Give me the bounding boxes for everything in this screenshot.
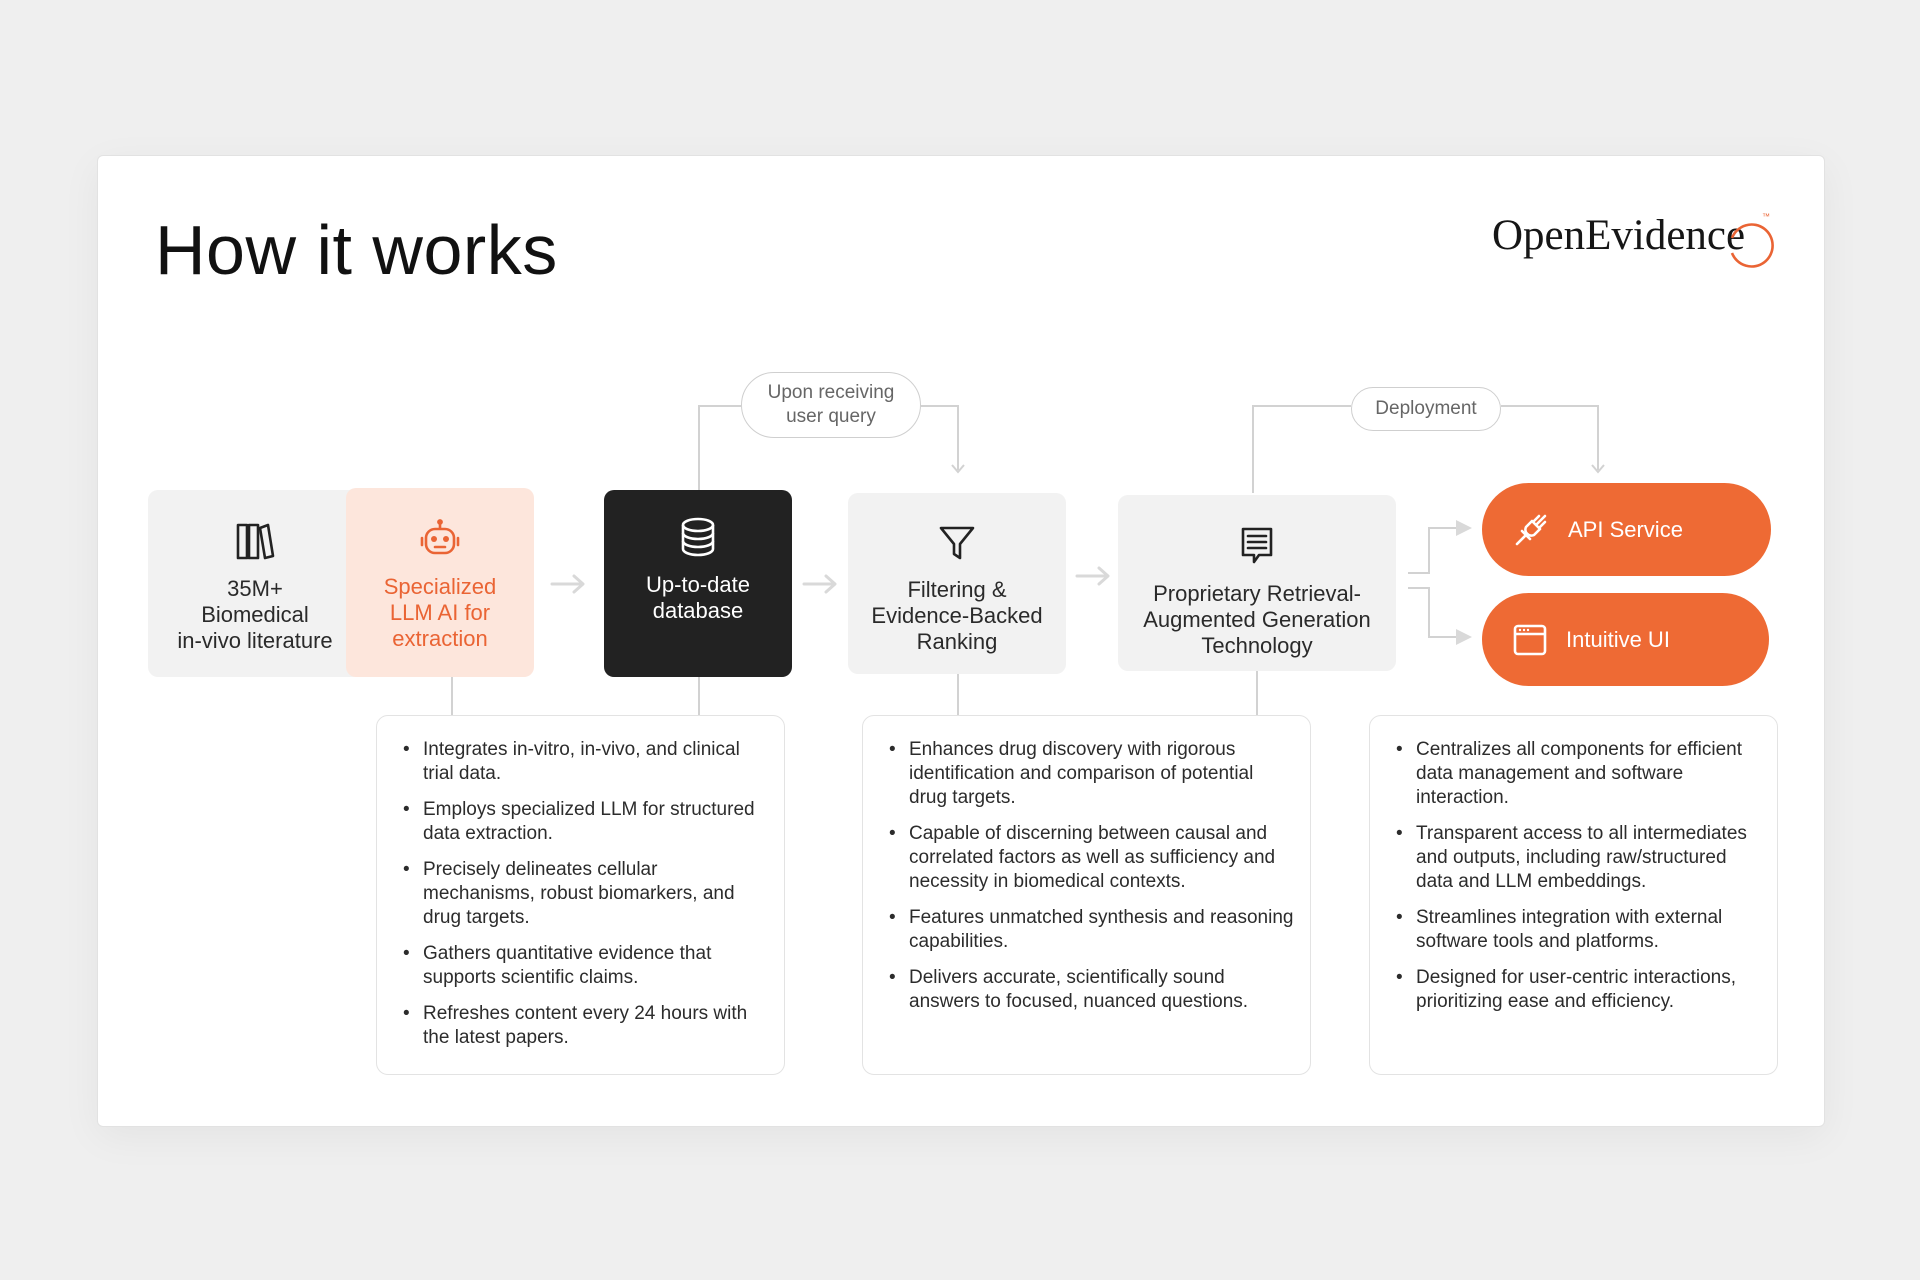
list-item: Delivers accurate, scientifically sound … <box>889 966 1294 1014</box>
books-icon <box>236 523 275 560</box>
intuitive-ui-button[interactable]: Intuitive UI <box>1482 593 1769 686</box>
document-icon <box>1241 527 1273 564</box>
llm-extraction-label: Specialized LLM AI for extraction <box>383 574 497 651</box>
browser-window-icon <box>1513 624 1547 655</box>
intuitive-ui-label: Intuitive UI <box>1566 626 1670 652</box>
database-node: Up-to-date database <box>604 490 792 677</box>
database-icon <box>681 517 715 557</box>
query-tag: Upon receiving user query <box>741 372 921 438</box>
list-item: Refreshes content every 24 hours with th… <box>403 1002 768 1050</box>
database-label: Up-to-date database <box>646 572 750 623</box>
plug-icon <box>1515 514 1547 545</box>
list-item: Designed for user-centric interactions, … <box>1396 966 1761 1014</box>
list-item: Centralizes all components for efficient… <box>1396 738 1761 810</box>
filtering-details-list: Enhances drug discovery with rigorous id… <box>889 738 1294 1014</box>
list-item: Streamlines integration with external so… <box>1396 906 1761 954</box>
filter-icon <box>939 526 975 560</box>
page-title: How it works <box>155 211 558 289</box>
list-item: Precisely delineates cellular mechanisms… <box>403 858 768 930</box>
logo-wordmark: OpenEvidence <box>1492 212 1746 259</box>
database-details-list: Integrates in-vitro, in-vivo, and clinic… <box>403 738 768 1050</box>
list-item: Integrates in-vitro, in-vivo, and clinic… <box>403 738 768 786</box>
robot-icon <box>420 519 460 555</box>
literature-label: 35M+ Biomedical in-vivo literature <box>177 576 333 653</box>
list-item: Features unmatched synthesis and reasoni… <box>889 906 1294 954</box>
list-item: Transparent access to all intermediates … <box>1396 822 1761 894</box>
logo-swoosh: ™ <box>1730 212 1774 268</box>
llm-extraction-node: Specialized LLM AI for extraction <box>346 488 534 677</box>
api-service-button[interactable]: API Service <box>1482 483 1771 576</box>
deployment-details-card: Centralizes all components for efficient… <box>1369 715 1778 1075</box>
rag-node: Proprietary Retrieval- Augmented Generat… <box>1118 495 1396 671</box>
literature-node: 35M+ Biomedical in-vivo literature <box>148 490 362 677</box>
list-item: Capable of discerning between causal and… <box>889 822 1294 894</box>
list-item: Enhances drug discovery with rigorous id… <box>889 738 1294 810</box>
openevidence-logo: OpenEvidence ™ <box>1492 205 1782 275</box>
filtering-node: Filtering & Evidence-Backed Ranking <box>848 493 1066 674</box>
logo-trademark: ™ <box>1762 212 1770 221</box>
filtering-details-card: Enhances drug discovery with rigorous id… <box>862 715 1311 1075</box>
deployment-details-list: Centralizes all components for efficient… <box>1396 738 1761 1014</box>
deployment-tag: Deployment <box>1351 387 1501 431</box>
database-details-card: Integrates in-vitro, in-vivo, and clinic… <box>376 715 785 1075</box>
filtering-label: Filtering & Evidence-Backed Ranking <box>871 577 1043 654</box>
rag-label: Proprietary Retrieval- Augmented Generat… <box>1143 581 1371 658</box>
list-item: Gathers quantitative evidence that suppo… <box>403 942 768 990</box>
list-item: Employs specialized LLM for structured d… <box>403 798 768 846</box>
api-service-label: API Service <box>1568 516 1683 542</box>
